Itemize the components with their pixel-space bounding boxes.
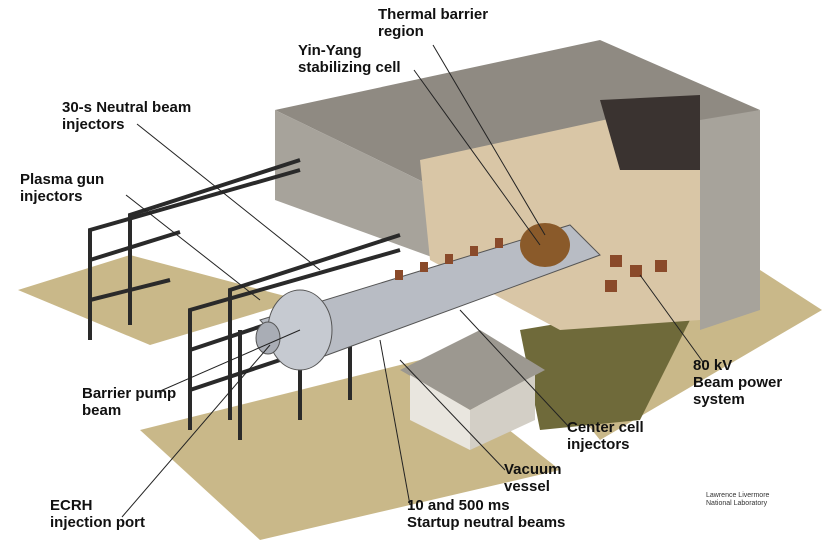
credit-line: Lawrence Livermore — [706, 492, 770, 499]
label-line: Startup neutral beams — [407, 514, 566, 531]
credit-text: Lawrence Livermore National Laboratory — [706, 492, 769, 508]
label-line: injectors — [20, 188, 83, 205]
grass-area — [520, 300, 700, 430]
label-line: Thermal barrier — [378, 6, 489, 23]
shed-wall — [410, 375, 470, 450]
building-wall-front — [275, 110, 440, 260]
center-cell-injectors — [395, 238, 667, 292]
label-line: ECRH — [50, 497, 93, 514]
label-thermal-barrier: Thermal barrier region — [378, 6, 488, 40]
yin-yang-cell — [520, 223, 570, 267]
label-line: system — [693, 391, 745, 408]
label-line: beam — [82, 402, 122, 419]
building-roof — [275, 40, 760, 190]
label-line: Plasma gun — [20, 171, 105, 188]
credit-line: National Laboratory — [706, 500, 768, 507]
label-line: Yin-Yang — [298, 42, 362, 59]
steel-frames — [88, 158, 401, 440]
shed-wall-side — [470, 375, 535, 450]
label-line: injection port — [50, 514, 145, 531]
label-yin-yang: Yin-Yang stabilizing cell — [298, 42, 401, 76]
label-line: injectors — [62, 116, 125, 133]
interior-dark-area — [600, 95, 700, 170]
label-beam-power: 80 kV Beam power system — [693, 357, 782, 408]
leader-lines — [121, 44, 704, 518]
label-line: 10 and 500 ms — [407, 497, 510, 514]
label-vacuum-vessel: Vacuum vessel — [504, 461, 562, 495]
label-center-cell: Center cell injectors — [567, 419, 644, 453]
building-wall-right — [700, 110, 760, 330]
label-line: region — [378, 23, 424, 40]
label-line: Vacuum — [504, 461, 562, 478]
label-barrier-pump: Barrier pump beam — [82, 385, 176, 419]
label-line: Barrier pump — [82, 385, 177, 402]
label-line: 80 kV — [693, 357, 733, 374]
label-line: vessel — [504, 478, 550, 495]
label-line: Center cell — [567, 419, 644, 436]
label-line: stabilizing cell — [298, 59, 401, 76]
label-line: Beam power — [693, 374, 783, 391]
label-ecrh: ECRH injection port — [50, 497, 145, 531]
label-neutral-beam: 30-s Neutral beam injectors — [62, 99, 191, 133]
label-line: injectors — [567, 436, 630, 453]
shed-roof — [400, 330, 545, 410]
end-cap — [255, 321, 281, 355]
label-startup-beams: 10 and 500 ms Startup neutral beams — [407, 497, 565, 531]
label-plasma-gun: Plasma gun injectors — [20, 171, 104, 205]
label-line: 30-s Neutral beam — [62, 99, 192, 116]
